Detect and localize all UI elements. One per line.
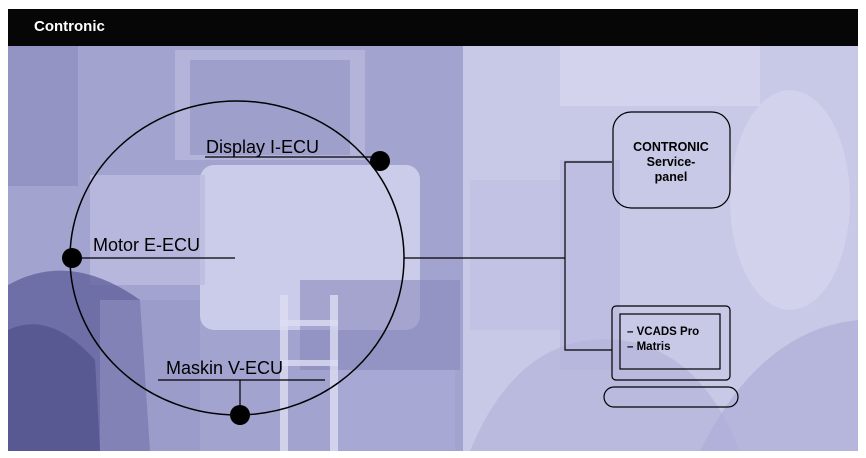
motor-ecu-label: Motor E-ECU: [93, 235, 200, 255]
computer-line2: – Matris: [627, 341, 670, 353]
header-bar: Contronic: [8, 9, 858, 46]
computer: – VCADS Pro – Matris: [603, 305, 739, 408]
service-panel-line2: Service-: [647, 155, 696, 169]
connection-lines: [72, 156, 612, 412]
keyboard-icon: [603, 386, 739, 408]
diagram-scene: Display I-ECU Motor E-ECU Maskin V-ECU C…: [8, 46, 858, 451]
service-panel-line1: CONTRONIC: [633, 140, 709, 154]
display-node-dot: [370, 151, 390, 171]
computer-line1: – VCADS Pro: [627, 326, 699, 338]
monitor-frame-icon: [611, 305, 731, 381]
display-ecu-label: Display I-ECU: [206, 137, 319, 157]
maskin-ecu-label: Maskin V-ECU: [166, 358, 283, 378]
monitor-screen-icon: [619, 313, 721, 370]
motor-node-dot: [62, 248, 82, 268]
service-panel: CONTRONIC Service- panel: [612, 111, 731, 209]
service-panel-line3: panel: [655, 170, 688, 184]
background-photo: [8, 46, 858, 451]
maskin-node-dot: [230, 405, 250, 425]
contronic-diagram: Display I-ECU Motor E-ECU Maskin V-ECU C…: [8, 46, 858, 451]
header-title: Contronic: [34, 18, 105, 35]
branch-connector-line: [564, 161, 612, 351]
